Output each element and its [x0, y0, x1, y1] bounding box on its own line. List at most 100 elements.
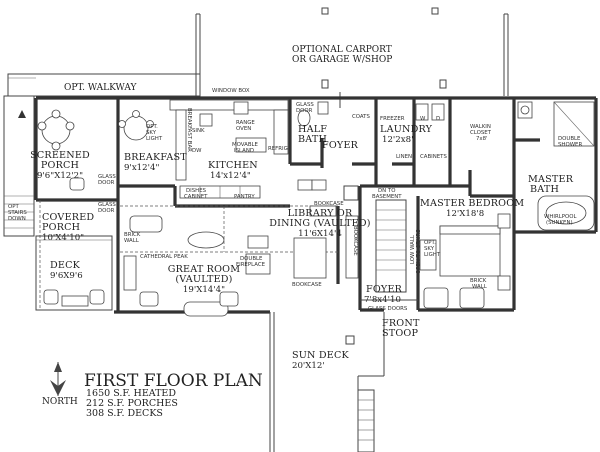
master-bedroom-label: MASTER BEDROOM — [420, 198, 524, 209]
range-label-2: OVEN — [236, 126, 251, 132]
laundry-dim: 12'2x8' — [382, 135, 413, 145]
left-stairs — [3, 95, 35, 237]
front-stoop-label-1: FRONT — [382, 318, 420, 329]
porch-chairs — [43, 177, 105, 307]
screened-porch-label-1: SCREENED — [30, 150, 90, 161]
glass-door-left-b1: GLASS — [98, 202, 116, 208]
low-wall-label-2: OPEN TO STAIRS — [416, 229, 422, 274]
screened-porch-dim: 9'6"X12'2" — [37, 171, 83, 181]
north-label: NORTH — [42, 397, 78, 407]
shower-label-2: SHOWER — [558, 142, 582, 148]
porch-table — [37, 109, 75, 151]
walkin-dim: 7x8' — [476, 136, 488, 142]
stat-porches: 212 S.F. PORCHES — [86, 398, 178, 409]
interior-stairs — [375, 199, 407, 293]
master-bath-label-2: BATH — [530, 184, 559, 195]
sink-label: SINK — [192, 128, 205, 134]
glass-door-left-1: GLASS — [98, 174, 116, 180]
fireplace-label-2: FIREPLACE — [236, 262, 266, 268]
foyer-label: FOYER — [322, 140, 359, 151]
kitchen-label: KITCHEN — [208, 160, 258, 171]
sun-deck-outline — [269, 312, 385, 452]
skylight-label-1: OPT. — [146, 124, 158, 130]
glass-door-1: GLASS — [296, 102, 314, 108]
brick-wall-right-1: BRICK — [470, 278, 487, 284]
laundry-label: LAUNDRY — [380, 124, 433, 135]
walkway-label: OPT. WALKWAY — [64, 83, 137, 93]
carport-label-1: OPTIONAL CARPORT — [292, 45, 392, 55]
cabinets-label: CABINETS — [420, 154, 447, 160]
breakfast-bar-label: BREAKFAST BAR — [186, 108, 192, 152]
glass-doors-label: GLASS DOORS — [368, 306, 408, 312]
island-label-2: ISLAND — [234, 148, 254, 154]
skylight-bed-2: SKY — [424, 246, 435, 252]
half-bath-label-1: HALF — [298, 124, 327, 135]
labels: OPTIONAL CARPORT OR GARAGE W/SHOP OPT. W… — [8, 45, 582, 419]
exterior-walls — [34, 96, 598, 314]
glass-door-left-b2: DOOR — [98, 208, 115, 214]
cathedral-peak-label: CATHEDRAL PEAK — [140, 254, 188, 260]
window-box-label: WINDOW BOX — [212, 88, 250, 94]
freezer-label: FREEZER — [380, 116, 405, 122]
linen-label: LINEN — [396, 154, 412, 160]
stairs-label-2: STAIRS — [8, 210, 27, 216]
dw-label: DW — [192, 148, 202, 154]
brick-wall-left-1: BRICK — [124, 232, 141, 238]
master-bedroom-dim: 12'X18'8 — [446, 209, 484, 219]
covered-porch-dim: 10'X4'10" — [42, 233, 84, 243]
fireplace-label-1: DOUBLE — [240, 256, 263, 262]
glass-door-left-2: DOOR — [98, 180, 115, 186]
porch-outlines — [35, 235, 113, 311]
deck-dim: 9'6X9'6 — [50, 271, 83, 281]
library-furniture — [293, 179, 359, 279]
bookcase-bottom-label: BOOKCASE — [292, 282, 322, 288]
stairs-label-1: OPT — [8, 204, 19, 210]
d-label: D — [436, 116, 440, 122]
plan-title: FIRST FLOOR PLAN — [84, 371, 263, 391]
stat-decks: 308 S.F. DECKS — [86, 408, 163, 419]
basement-label-2: BASEMENT — [372, 194, 402, 200]
carport-outline — [195, 7, 509, 108]
kitchen-dim: 14'x12'4" — [210, 171, 251, 181]
shower-label-1: DOUBLE — [558, 136, 581, 142]
laundry-fixtures — [415, 103, 445, 121]
stat-heated: 1650 S.F. HEATED — [86, 388, 176, 399]
great-room-label-1: GREAT ROOM — [168, 264, 241, 275]
stairs-label-3: DOWN — [8, 216, 26, 222]
great-room-dim: 19'X14'4" — [183, 285, 225, 295]
refrig-label: REFRIG — [268, 146, 288, 152]
sun-deck-label: SUN DECK — [292, 350, 350, 361]
breakfast-label: BREAKFAST — [124, 152, 187, 163]
great-room-label-2: (VAULTED) — [175, 274, 232, 285]
glass-door-2: DOOR — [296, 108, 313, 114]
interior-walls — [118, 98, 540, 310]
dishes-label-2: CABINET — [184, 194, 208, 200]
island-label-1: MOVABLE — [232, 142, 259, 148]
range-label-1: RANGE — [236, 120, 255, 126]
pantry-label: PANTRY — [234, 194, 255, 200]
brick-wall-right-2: WALL — [472, 284, 487, 290]
front-foyer-lines — [343, 185, 418, 301]
master-bed — [419, 213, 511, 309]
covered-porch-label-1: COVERED — [42, 212, 94, 223]
basement-label-1: DN TO — [378, 188, 395, 194]
low-wall-label-1: LOW WALL — [410, 235, 416, 264]
front-stoop-label-2: STOOP — [382, 328, 419, 339]
master-bath-fixtures — [517, 101, 595, 231]
great-room-furniture — [123, 215, 271, 317]
skylight-bed-3: LIGHT — [424, 252, 441, 258]
north-arrow-icon — [50, 362, 66, 396]
skylight-bed-1: OPT. — [424, 240, 436, 246]
coats-label: COATS — [352, 114, 370, 120]
breakfast-dim: 9'x12'4" — [124, 163, 159, 173]
bookcase-side-label: BOOKCASE — [352, 226, 358, 256]
brick-wall-left-2: WALL — [124, 238, 139, 244]
half-bath-label-2: BATH — [298, 134, 327, 145]
walkin-label-1: WALKIN — [470, 124, 491, 130]
walkin-label-2: CLOSET — [470, 130, 492, 136]
skylight-label-2: SKY — [146, 130, 157, 136]
dishes-label-1: DISHES — [186, 188, 207, 194]
whirlpool-label-1: WHIRLPOOL — [544, 214, 576, 220]
breakfast-table — [118, 110, 154, 141]
